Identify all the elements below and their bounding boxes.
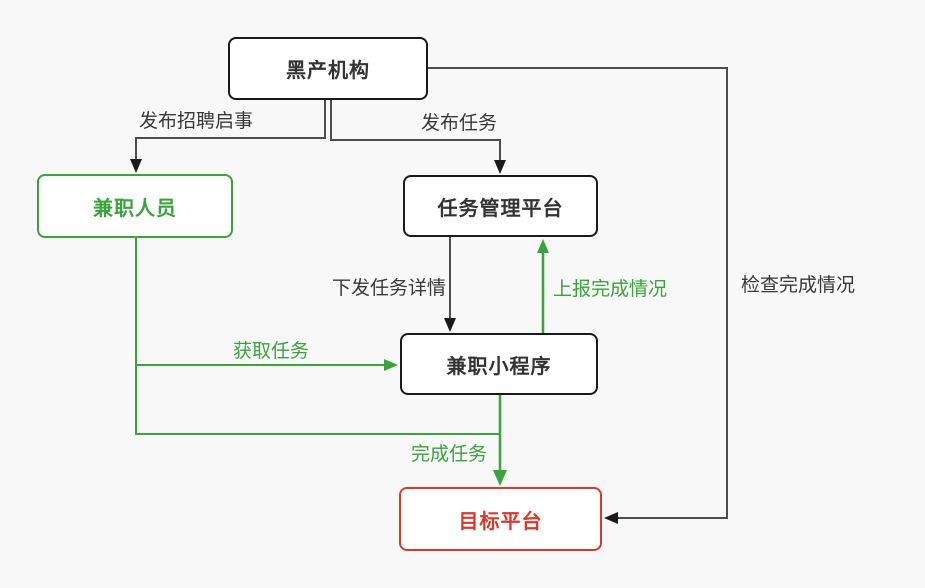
edge-complete-branch-line [135, 365, 500, 435]
node-target-platform: 目标平台 [399, 487, 602, 551]
edge-fetch-arrowhead-icon [384, 359, 398, 371]
edge-recruit-arrowhead-icon [130, 159, 142, 173]
edge-publish-line [330, 100, 501, 161]
edge-label-check: 检查完成情况 [740, 275, 856, 296]
edge-dispatch-arrowhead-icon [444, 318, 456, 332]
node-task-platform-label: 任务管理平台 [437, 197, 564, 220]
node-mini-program-label: 兼职小程序 [446, 355, 552, 378]
node-black-org: 黑产机构 [228, 37, 428, 100]
node-task-platform: 任务管理平台 [403, 175, 598, 237]
edge-complete-arrowhead-icon [493, 470, 507, 486]
edge-label-complete: 完成任务 [410, 444, 488, 465]
edge-label-report: 上报完成情况 [552, 279, 668, 300]
node-part-time-staff-label: 兼职人员 [93, 197, 177, 220]
edge-label-recruit: 发布招聘启事 [138, 111, 254, 132]
node-target-platform-label: 目标平台 [458, 510, 543, 533]
node-part-time-staff: 兼职人员 [37, 174, 233, 238]
node-black-org-label: 黑产机构 [286, 60, 370, 82]
edge-report-arrowhead-icon [537, 239, 549, 253]
edge-publish-arrowhead-icon [494, 160, 506, 174]
edge-check-arrowhead-icon [604, 512, 618, 524]
edge-recruit-line [135, 100, 326, 160]
node-mini-program: 兼职小程序 [400, 333, 598, 395]
edge-label-fetch: 获取任务 [232, 341, 310, 362]
edge-check-line [428, 67, 728, 519]
edge-label-publish: 发布任务 [420, 113, 498, 134]
edge-label-dispatch: 下发任务详情 [331, 278, 447, 299]
